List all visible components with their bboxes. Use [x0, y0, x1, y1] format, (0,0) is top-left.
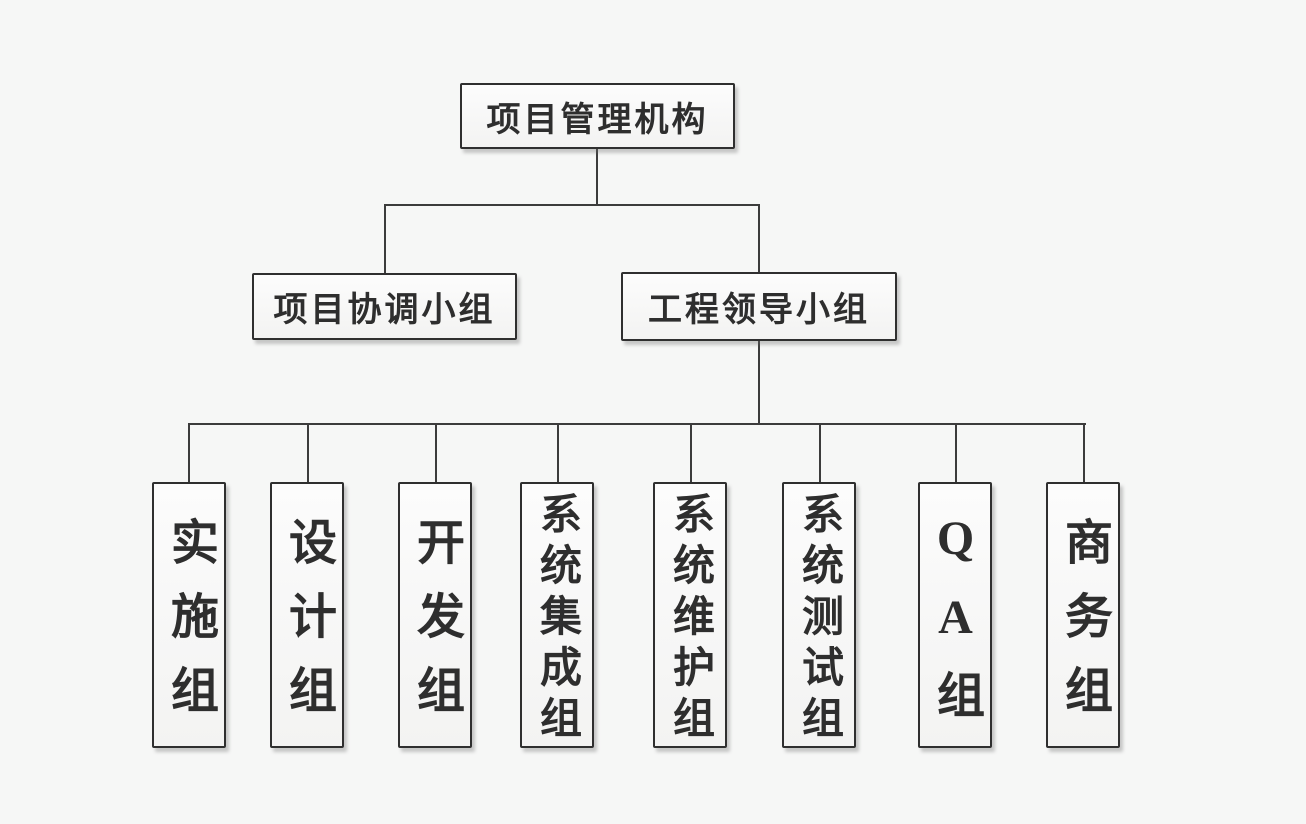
node-engineering-leading-group-label: 工程领导小组 [648, 292, 870, 329]
connector-team-drop-6 [819, 424, 821, 483]
node-team-qa-label: QA组 [929, 512, 982, 744]
node-team-design: 设计组 [270, 482, 344, 748]
connector-team-drop-8 [1083, 424, 1085, 483]
node-team-qa: QA组 [918, 482, 992, 748]
node-project-coordination-group: 项目协调小组 [252, 273, 517, 340]
node-project-coordination-group-label: 项目协调小组 [273, 292, 496, 329]
node-team-design-label: 设计组 [281, 517, 334, 739]
node-team-system-integration-label: 系统集成组 [533, 492, 580, 747]
node-team-system-testing-label: 系统测试组 [795, 492, 842, 747]
node-team-business-label: 商务组 [1057, 517, 1110, 739]
connector-leading-to-teams [758, 340, 760, 425]
node-project-management-org: 项目管理机构 [460, 83, 735, 149]
connector-team-drop-5 [690, 424, 692, 483]
connector-level2-bus [384, 204, 760, 206]
connector-team-drop-7 [955, 424, 957, 483]
node-team-business: 商务组 [1046, 482, 1120, 748]
node-team-system-integration: 系统集成组 [520, 482, 594, 748]
connector-team-drop-2 [307, 424, 309, 483]
connector-root-drop [596, 148, 598, 206]
connector-team-drop-3 [435, 424, 437, 483]
node-team-system-maintenance-label: 系统维护组 [666, 492, 713, 747]
node-engineering-leading-group: 工程领导小组 [621, 272, 897, 341]
connector-coordination-drop [384, 204, 386, 274]
node-team-development-label: 开发组 [409, 517, 462, 739]
node-team-system-testing: 系统测试组 [782, 482, 856, 748]
connector-teams-bus [188, 423, 1086, 425]
connector-team-drop-1 [188, 424, 190, 483]
node-team-implementation: 实施组 [152, 482, 226, 748]
node-project-management-org-label: 项目管理机构 [486, 101, 709, 139]
connector-team-drop-4 [557, 424, 559, 483]
node-team-implementation-label: 实施组 [163, 517, 216, 739]
connector-leading-drop [758, 204, 760, 273]
node-team-development: 开发组 [398, 482, 472, 748]
node-team-system-maintenance: 系统维护组 [653, 482, 727, 748]
